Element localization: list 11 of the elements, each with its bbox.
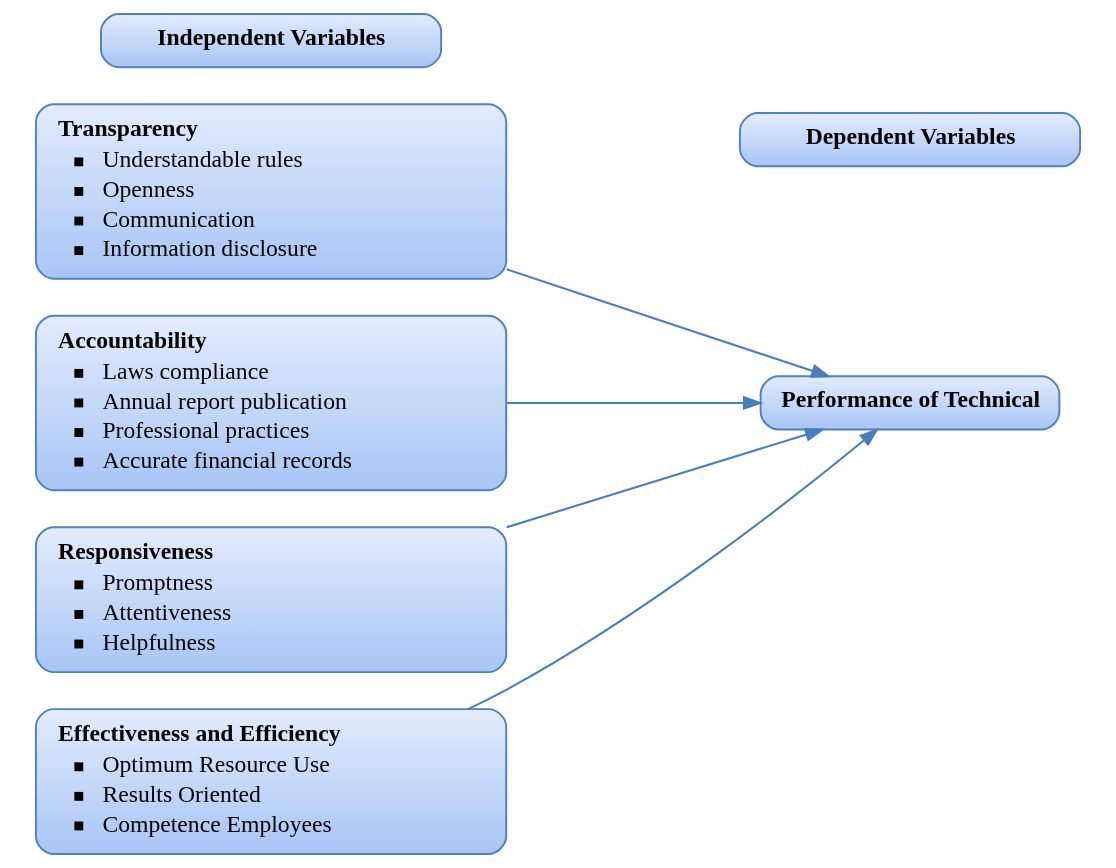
node-box: Performance of Technical [759, 375, 1061, 431]
node-box: Responsiveness Promptness Attentiveness Helpfulness [34, 526, 508, 674]
node-box: Transparency Understandable rules Openness Communication Information disclosure [34, 103, 508, 280]
arrow [506, 427, 826, 529]
node-box: Independent Variables [100, 13, 443, 69]
node-box: Dependent Variables [738, 112, 1082, 168]
arrow [506, 268, 832, 378]
node-box: Effectiveness and Efficiency Optimum Resource Use Results Oriented Competence Employees [34, 708, 508, 855]
arrow [506, 395, 764, 411]
arrow [467, 427, 880, 710]
node-box: Accountability Laws compliance Annual report publication Professional practices Accurate financial records [34, 314, 508, 492]
